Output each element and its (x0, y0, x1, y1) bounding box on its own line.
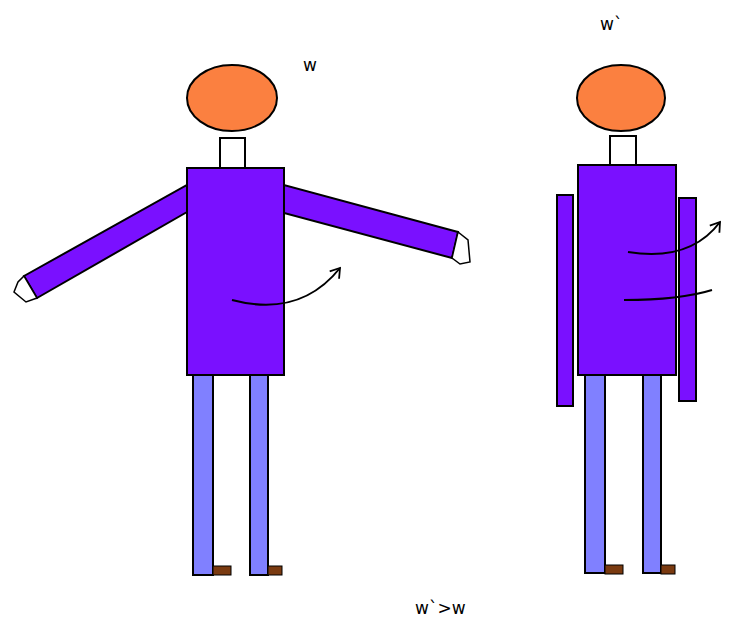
rotation-arrow (624, 290, 712, 300)
torso (578, 165, 676, 375)
torso (187, 168, 284, 375)
foot (213, 566, 231, 575)
neck (610, 136, 636, 165)
hand (14, 276, 37, 302)
neck (220, 138, 245, 168)
leg (585, 375, 605, 573)
foot (605, 565, 623, 574)
rotation-arrow (628, 222, 720, 254)
leg (193, 375, 213, 575)
foot (268, 566, 282, 575)
leg (250, 375, 268, 575)
head (577, 65, 665, 131)
symbol-label: w (303, 55, 317, 75)
head (187, 65, 277, 131)
hand (452, 232, 470, 264)
symbol-label: w`>w (415, 598, 466, 618)
figure-arms-out (14, 65, 470, 575)
right-arm (284, 185, 458, 258)
left-arm (24, 185, 187, 298)
leg (643, 375, 661, 573)
figure-arms-in (557, 65, 720, 574)
left-arm (557, 195, 573, 406)
right-arm (679, 198, 696, 401)
foot (661, 565, 675, 574)
symbol-label: w` (600, 14, 622, 34)
rotation-arrow (232, 268, 340, 305)
